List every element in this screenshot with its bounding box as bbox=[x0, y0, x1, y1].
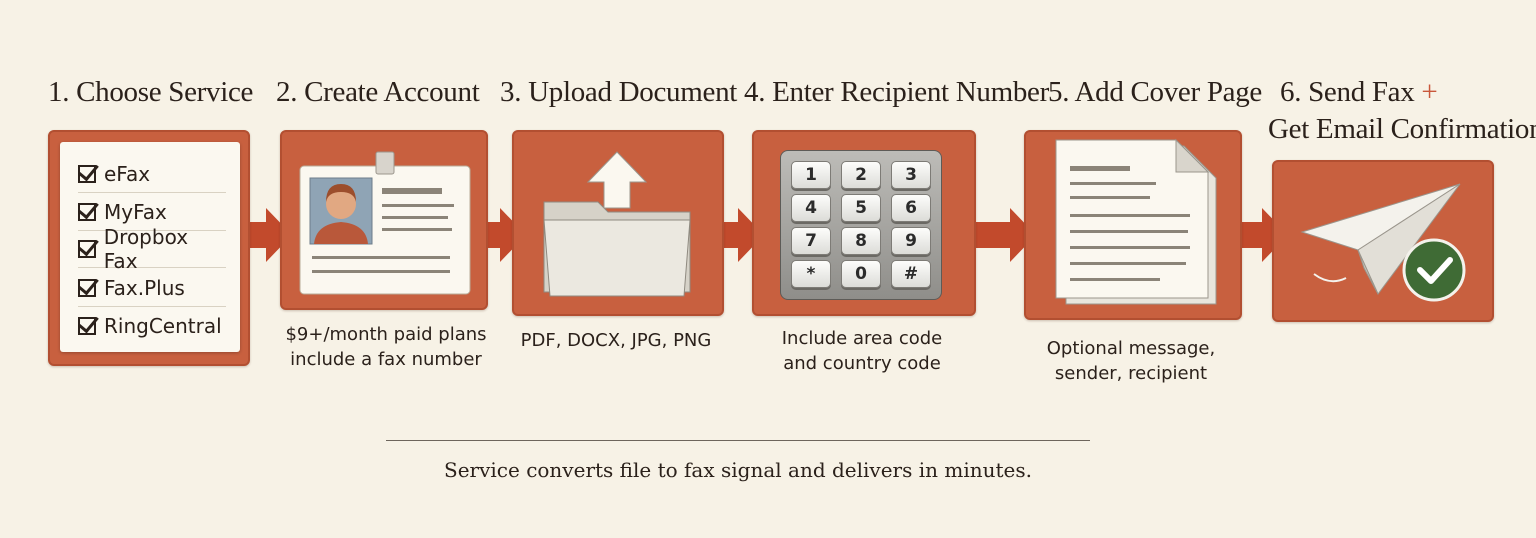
checkbox-checked-icon bbox=[78, 279, 96, 297]
upload-arrow-icon bbox=[586, 151, 648, 209]
step-6-title: 6. Send Fax + bbox=[1280, 76, 1438, 109]
step-4-panel: 1 2 3 4 5 6 7 8 9 * 0 # bbox=[752, 130, 976, 316]
paper-plane-icon bbox=[1300, 183, 1466, 302]
checkbox-checked-icon bbox=[78, 317, 96, 335]
step-2-caption: $9+/month paid plans include a fax numbe… bbox=[270, 322, 502, 372]
step-3-caption: PDF, DOCX, JPG, PNG bbox=[500, 328, 732, 353]
step-5-caption: Optional message, sender, recipient bbox=[1014, 336, 1248, 386]
service-checklist: eFax MyFax Dropbox Fax Fax.Plus RingCent… bbox=[60, 142, 240, 352]
caption-line: Optional message, bbox=[1046, 338, 1216, 359]
keypad-key-8[interactable]: 8 bbox=[841, 227, 881, 255]
step-1-panel: eFax MyFax Dropbox Fax Fax.Plus RingCent… bbox=[48, 130, 250, 366]
footer-divider bbox=[386, 440, 1090, 441]
keypad-key-star[interactable]: * bbox=[791, 260, 831, 288]
keypad-key-2[interactable]: 2 bbox=[841, 161, 881, 189]
step-6-title-text: 6. Send Fax bbox=[1280, 76, 1415, 108]
caption-line: and country code bbox=[783, 353, 941, 374]
service-item-dropbox-fax[interactable]: Dropbox Fax bbox=[78, 225, 226, 273]
check-badge-icon bbox=[1402, 238, 1466, 302]
step-5-panel bbox=[1024, 130, 1242, 320]
keypad-key-0[interactable]: 0 bbox=[841, 260, 881, 288]
arrow-2-3 bbox=[484, 208, 526, 262]
cover-page-document-icon bbox=[1055, 138, 1217, 305]
arrow-1-2 bbox=[244, 208, 292, 262]
step-4-caption: Include area code and country code bbox=[742, 326, 982, 376]
caption-line: include a fax number bbox=[290, 349, 482, 370]
service-item-fax-plus[interactable]: Fax.Plus bbox=[78, 270, 226, 307]
keypad-key-1[interactable]: 1 bbox=[791, 161, 831, 189]
service-label: RingCentral bbox=[104, 314, 222, 338]
arrow-4-5 bbox=[972, 208, 1036, 262]
step-3-title: 3. Upload Document bbox=[500, 76, 738, 108]
service-item-myfax[interactable]: MyFax bbox=[78, 194, 226, 231]
step-1-title: 1. Choose Service bbox=[48, 76, 254, 108]
caption-line: Include area code bbox=[781, 328, 943, 349]
step-6-title-line2: Get Email Confirmation bbox=[1268, 113, 1536, 145]
keypad-key-9[interactable]: 9 bbox=[891, 227, 931, 255]
caption-line: sender, recipient bbox=[1054, 363, 1208, 384]
step-3-panel bbox=[512, 130, 724, 316]
step-6-panel bbox=[1272, 160, 1494, 322]
footer-note: Service converts file to fax signal and … bbox=[444, 458, 1032, 482]
plus-sign: + bbox=[1421, 76, 1438, 108]
keypad-key-6[interactable]: 6 bbox=[891, 194, 931, 222]
keypad-key-3[interactable]: 3 bbox=[891, 161, 931, 189]
keypad-key-4[interactable]: 4 bbox=[791, 194, 831, 222]
caption-line: PDF, DOCX, JPG, PNG bbox=[520, 330, 712, 351]
service-item-ringcentral[interactable]: RingCentral bbox=[78, 308, 226, 344]
arrow-5-6 bbox=[1238, 208, 1288, 262]
step-2-title: 2. Create Account bbox=[276, 76, 480, 108]
caption-line: $9+/month paid plans bbox=[285, 324, 487, 345]
service-label: eFax bbox=[104, 162, 151, 186]
service-label: MyFax bbox=[104, 200, 167, 224]
keypad-key-hash[interactable]: # bbox=[891, 260, 931, 288]
upload-folder-icon bbox=[543, 151, 691, 297]
account-card-icon bbox=[299, 151, 471, 295]
keypad: 1 2 3 4 5 6 7 8 9 * 0 # bbox=[780, 150, 942, 300]
service-item-efax[interactable]: eFax bbox=[78, 156, 226, 193]
step-2-panel bbox=[280, 130, 488, 310]
arrow-3-4 bbox=[720, 208, 764, 262]
service-label: Fax.Plus bbox=[104, 276, 185, 300]
keypad-key-7[interactable]: 7 bbox=[791, 227, 831, 255]
step-5-title: 5. Add Cover Page bbox=[1048, 76, 1262, 108]
step-4-title: 4. Enter Recipient Number bbox=[744, 76, 1049, 108]
checkbox-checked-icon bbox=[78, 203, 96, 221]
keypad-key-5[interactable]: 5 bbox=[841, 194, 881, 222]
checkbox-checked-icon bbox=[78, 165, 96, 183]
service-label: Dropbox Fax bbox=[103, 225, 189, 273]
checkbox-checked-icon bbox=[78, 240, 96, 258]
